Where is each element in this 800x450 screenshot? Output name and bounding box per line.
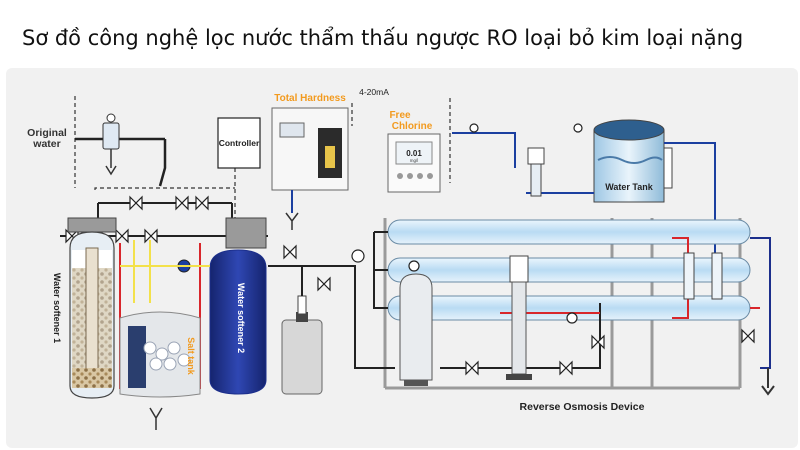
pressure-gauge-icon (408, 260, 420, 272)
dosing-pump (527, 147, 545, 165)
controller-label: Controller (219, 138, 260, 148)
total-hardness-label: Total Hardness (274, 93, 346, 104)
page-title: Sơ đồ công nghệ lọc nước thẩm thấu ngược… (22, 26, 744, 50)
water-softener-1: Water softener 1 (52, 217, 117, 399)
drain-icon (105, 165, 117, 176)
drain-icon (149, 407, 163, 430)
ro-device-label: Reverse Osmosis Device (520, 401, 645, 413)
drain-icon (285, 212, 299, 230)
valve-icon (741, 328, 755, 344)
valve-icon (559, 360, 573, 376)
high-pressure-pump (506, 255, 532, 380)
pressure-gauge-icon (351, 249, 365, 263)
valve-icon (175, 195, 189, 211)
cartridge-filter (399, 273, 433, 386)
pressure-gauges (351, 123, 583, 324)
softener-1-label: Water softener 1 (52, 273, 62, 343)
signal-lines (74, 96, 451, 218)
valve-icon (144, 228, 158, 244)
signal-label: 4-20mA (359, 87, 389, 97)
controller-box (217, 117, 261, 169)
valve-icon (283, 244, 297, 260)
valve-icon (195, 195, 209, 211)
pressure-gauge-icon (573, 123, 583, 133)
softener-2-label: Water softener 2 (236, 283, 246, 353)
valve-icon (465, 360, 479, 376)
valve-icon (317, 276, 331, 292)
water-tank: Water Tank (593, 119, 673, 203)
water-softener-2: Water softener 2 (209, 217, 267, 395)
water-tank-label: Water Tank (605, 182, 654, 192)
analyzer-reading: 0.01 (406, 149, 422, 158)
salt-tank-label: Salt tank (186, 337, 196, 376)
pre-filter (102, 122, 120, 150)
line-valves (283, 244, 755, 376)
salt-tank: Salt tank (119, 311, 201, 398)
pressure-gauge-icon (469, 123, 479, 133)
dosing-tank (281, 266, 323, 395)
valve-icon (129, 195, 143, 211)
total-hardness-analyzer: Total Hardness 4-20mA (271, 87, 389, 230)
flow-meters (683, 252, 723, 300)
pressure-gauge-icon (566, 312, 578, 324)
valve-icon (591, 334, 605, 350)
analyzer-unit: mg/l (410, 158, 419, 163)
valve-icon (115, 228, 129, 244)
ro-membranes (387, 219, 751, 321)
